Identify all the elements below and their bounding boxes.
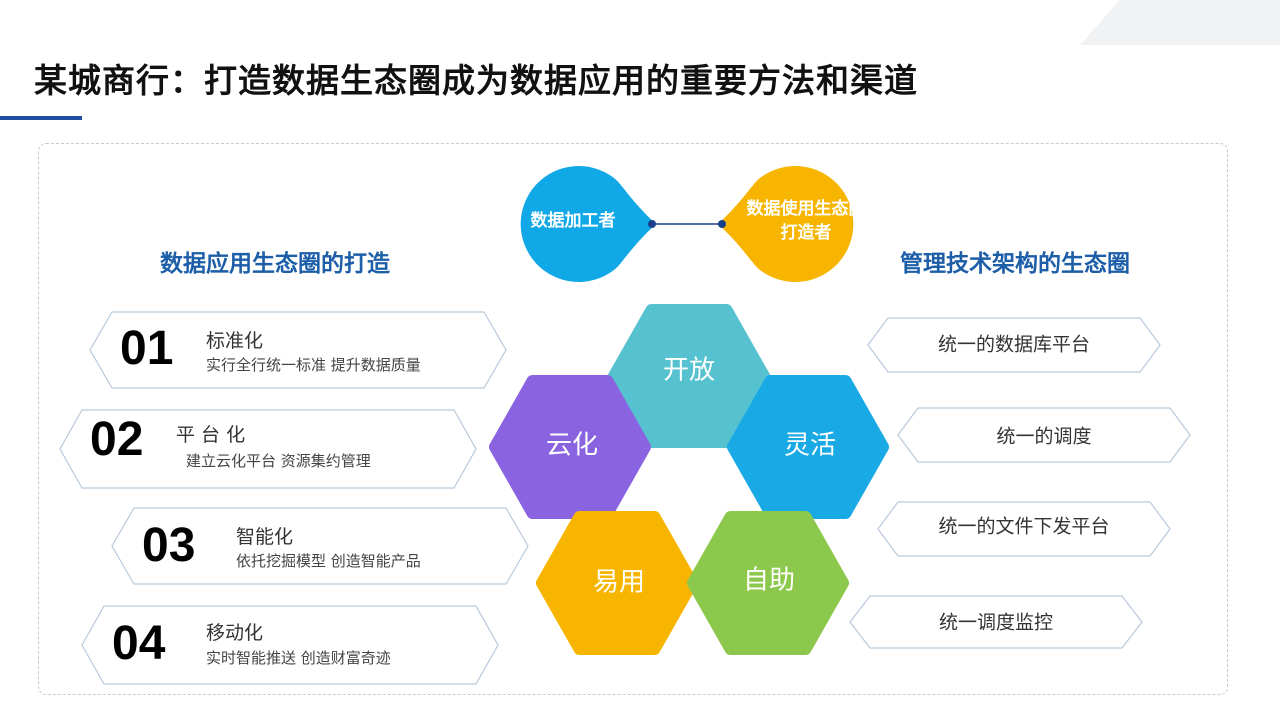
left-item-box-04 <box>81 605 499 685</box>
left-item-number: 01 <box>120 322 174 375</box>
left-item-box-01 <box>89 311 507 389</box>
right-item-label: 统一的调度 <box>996 425 1092 448</box>
drop-user <box>718 166 854 282</box>
right-item-label: 统一的数据库平台 <box>937 333 1091 356</box>
right-item-label: 统一调度监控 <box>938 611 1054 634</box>
connector-dot-left <box>648 220 656 228</box>
drop-user-label: 数据使用生态圈打造者 <box>746 199 866 243</box>
left-item-subtitle: 依托挖掘模型 创造智能产品 <box>236 552 421 570</box>
hex-easy-label: 易用 <box>592 567 646 598</box>
hex-cloud <box>489 375 651 519</box>
content-frame <box>38 143 1228 695</box>
left-item-number: 04 <box>112 617 166 670</box>
right-item-box-1 <box>867 317 1161 373</box>
left-item-title: 智能化 <box>236 526 294 548</box>
left-item-box-03 <box>111 507 529 585</box>
left-item-title: 移动化 <box>206 622 264 644</box>
hex-open-label: 开放 <box>662 355 716 386</box>
hex-self-label: 自助 <box>742 565 796 596</box>
right-item-box-3 <box>877 501 1171 557</box>
left-item-number: 02 <box>90 413 144 466</box>
left-item-subtitle: 实行全行统一标准 提升数据质量 <box>206 356 421 374</box>
right-item-label: 统一的文件下发平台 <box>938 515 1110 538</box>
left-item-title: 平 台 化 <box>176 424 246 446</box>
hex-flexible-label: 灵活 <box>783 430 837 461</box>
page-title: 某城商行：打造数据生态圈成为数据应用的重要方法和渠道 <box>34 61 918 100</box>
left-item-number: 03 <box>142 519 196 572</box>
drop-processor-label: 数据加工者 <box>530 211 616 231</box>
hex-self <box>687 511 849 655</box>
right-section-title: 管理技术架构的生态圈 <box>900 251 1130 277</box>
left-item-subtitle: 建立云化平台 资源集约管理 <box>186 452 371 470</box>
title-accent-bar <box>0 116 82 120</box>
left-item-title: 标准化 <box>206 330 264 352</box>
left-section-title: 数据应用生态圈的打造 <box>160 251 390 277</box>
connector-dot-right <box>718 220 726 228</box>
hex-open <box>608 304 770 448</box>
right-item-box-4 <box>849 595 1143 649</box>
left-item-box-02 <box>59 409 477 489</box>
right-item-box-2 <box>897 407 1191 463</box>
left-item-subtitle: 实时智能推送 创造财富奇迹 <box>206 649 391 667</box>
hex-cloud-label: 云化 <box>545 430 599 461</box>
drop-processor <box>520 166 656 282</box>
